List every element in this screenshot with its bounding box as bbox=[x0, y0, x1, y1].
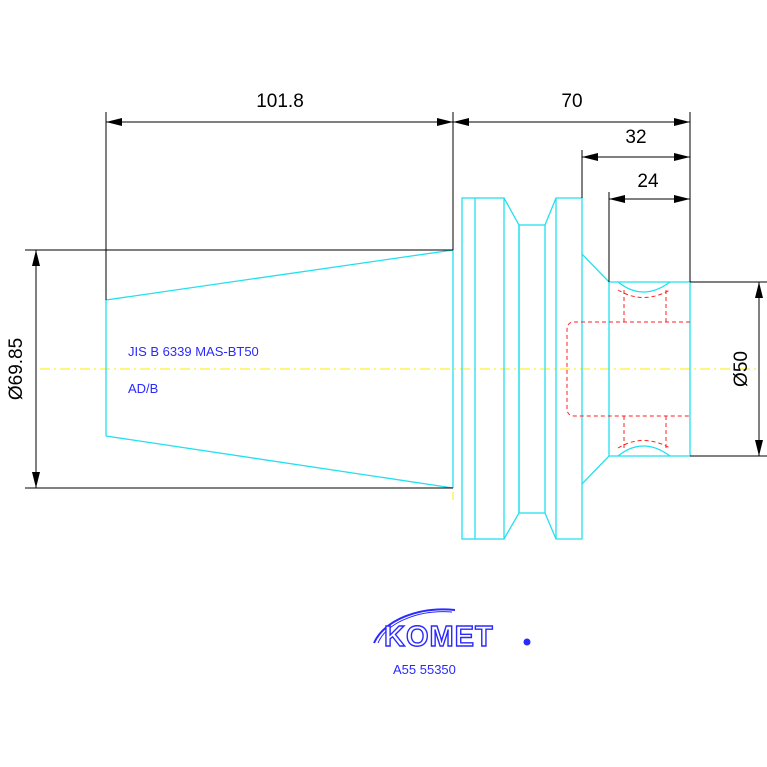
dim-69-85-label: Ø69.85 bbox=[6, 338, 27, 400]
hidden-bore bbox=[566, 289, 690, 449]
taper-shank bbox=[105, 249, 454, 489]
dim-flange-to-end: 32 bbox=[581, 127, 690, 198]
dim-70-label: 70 bbox=[561, 91, 582, 112]
dim-bore-depth: 24 bbox=[608, 171, 690, 282]
dim-taper-length: 101.8 bbox=[105, 91, 454, 300]
dim-50-label: Ø50 bbox=[731, 351, 752, 387]
standard-note: JIS B 6339 MAS-BT50 bbox=[128, 344, 259, 359]
nose bbox=[581, 253, 691, 485]
registered-mark-icon bbox=[523, 638, 531, 646]
komet-logo: KOMET A55 55350 bbox=[373, 608, 531, 677]
part-number: A55 55350 bbox=[393, 662, 456, 677]
dim-32-label: 32 bbox=[625, 127, 646, 148]
komet-wordmark: KOMET bbox=[384, 621, 494, 653]
dim-taper-diameter: Ø69.85 bbox=[6, 249, 453, 489]
dim-end-diameter: Ø50 bbox=[690, 281, 767, 457]
flange bbox=[461, 197, 583, 540]
dim-101-8-label: 101.8 bbox=[256, 91, 304, 112]
dim-overall-length: 70 bbox=[453, 91, 691, 282]
dim-24-label: 24 bbox=[637, 171, 659, 192]
form-note: AD/B bbox=[128, 381, 158, 396]
